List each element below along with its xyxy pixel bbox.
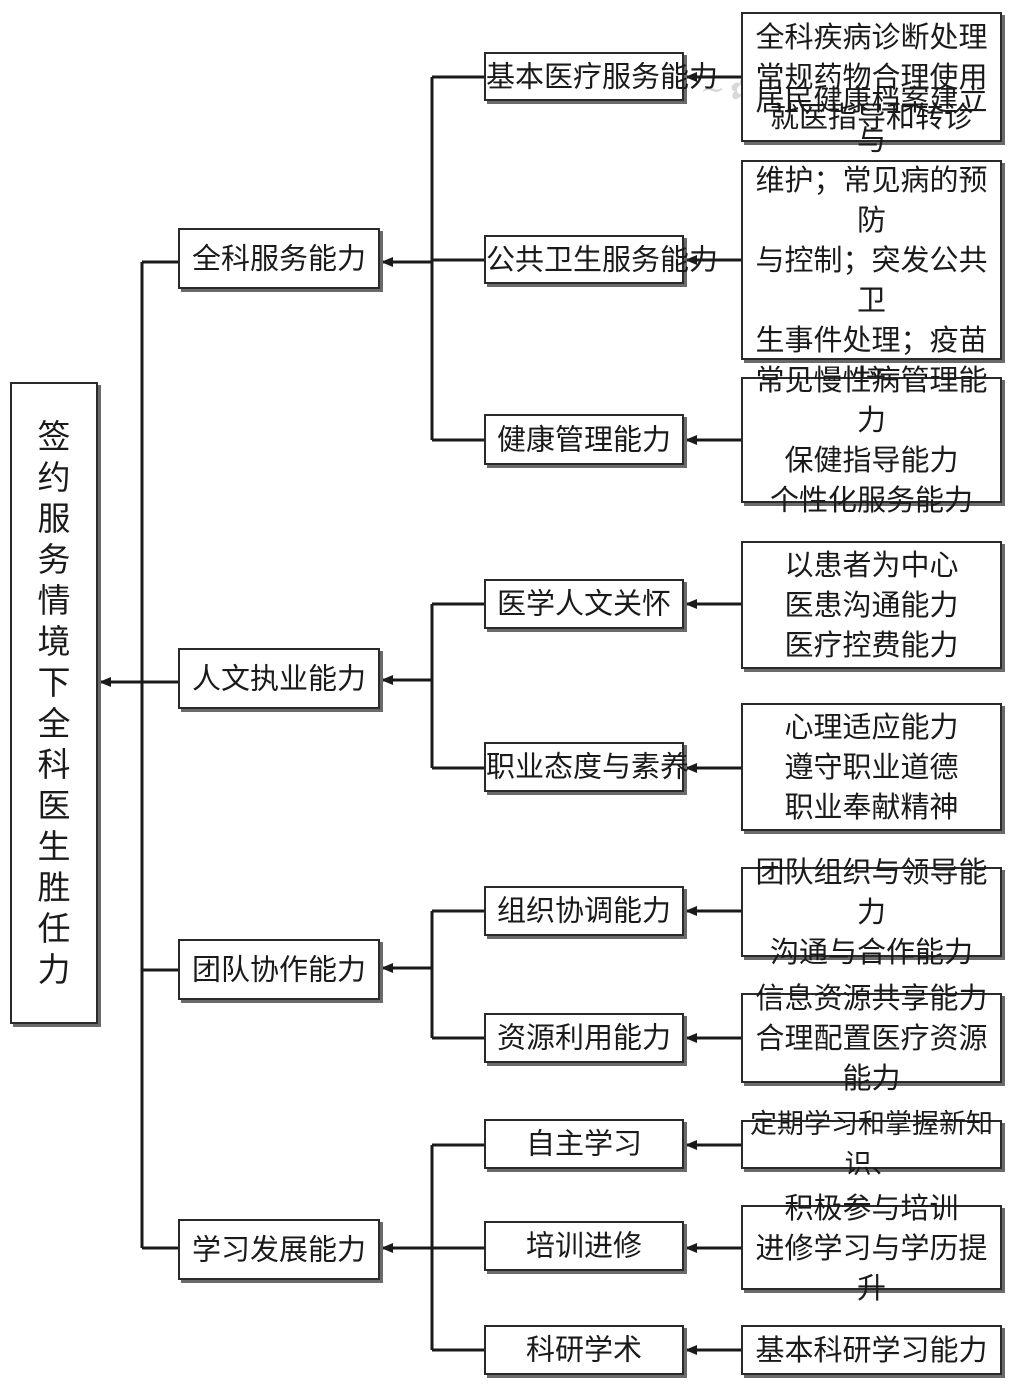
detail-text: 常见慢性病管理能力 保健指导能力 个性化服务能力 xyxy=(755,363,988,517)
item-box-research: 科研学术 xyxy=(484,1325,684,1375)
detail-box-organization-coordination: 团队组织与领导能力 沟通与合作能力 xyxy=(741,855,1002,969)
item-label: 资源利用能力 xyxy=(496,1020,671,1055)
item-box-resource-utilization: 资源利用能力 xyxy=(484,1013,684,1063)
item-box-professional-attitude: 职业态度与素养 xyxy=(484,742,690,792)
item-label: 培训进修 xyxy=(525,1228,642,1263)
detail-box-research: 基本科研学习能力 xyxy=(741,1325,1002,1375)
item-label: 自主学习 xyxy=(525,1126,642,1161)
detail-box-public-health: 居民健康档案建立与 维护；常见病的预防 与控制；突发公共卫 生事件处理；疫苗接 … xyxy=(741,83,1002,437)
category-box-general-service: 全科服务能力 xyxy=(178,228,380,289)
detail-text: 基本科研学习能力 xyxy=(755,1333,988,1367)
category-label: 全科服务能力 xyxy=(191,241,366,275)
detail-text: 定期学习和掌握新知识、 xyxy=(750,1108,993,1180)
detail-box-professional-attitude: 心理适应能力 遵守职业道德 职业奉献精神 xyxy=(741,703,1002,831)
detail-text: 心理适应能力 遵守职业道德 职业奉献精神 xyxy=(784,710,959,824)
item-box-organization-coordination: 组织协调能力 xyxy=(484,886,684,936)
item-label: 基本医疗服务能力 xyxy=(486,59,719,93)
detail-box-training: 积极参与培训 进修学习与学历提升 xyxy=(741,1191,1002,1305)
item-box-self-learning: 自主学习 xyxy=(484,1119,684,1169)
detail-box-resource-utilization: 信息资源共享能力 合理配置医疗资源能力 xyxy=(741,981,1002,1095)
item-box-health-management: 健康管理能力 xyxy=(484,414,684,465)
detail-text: 以患者为中心 医患沟通能力 医疗控费能力 xyxy=(784,548,959,662)
detail-box-medical-humanistic-care: 以患者为中心 医患沟通能力 医疗控费能力 xyxy=(741,541,1002,669)
category-box-learning-development: 学习发展能力 xyxy=(178,1219,380,1280)
category-box-teamwork: 团队协作能力 xyxy=(178,939,380,1000)
item-label: 职业态度与素养 xyxy=(486,749,690,784)
root-label: 签约服务情境下全科医生胜任力 xyxy=(37,417,71,989)
item-box-basic-medical: 基本医疗服务能力 xyxy=(484,52,719,101)
item-label: 科研学术 xyxy=(525,1332,642,1367)
category-label: 学习发展能力 xyxy=(191,1232,366,1266)
item-box-training: 培训进修 xyxy=(484,1221,684,1271)
detail-box-basic-medical: 全科疾病诊断处理 常规药物合理使用 就医指导和转诊 xyxy=(741,12,1002,142)
detail-text: 积极参与培训 进修学习与学历提升 xyxy=(755,1190,988,1305)
category-label: 人文执业能力 xyxy=(191,661,366,695)
detail-text: 信息资源共享能力 合理配置医疗资源能力 xyxy=(755,981,988,1095)
item-label: 健康管理能力 xyxy=(496,422,671,456)
item-label: 医学人文关怀 xyxy=(496,586,671,621)
item-box-medical-humanistic-care: 医学人文关怀 xyxy=(484,579,684,629)
root-box: 签约服务情境下全科医生胜任力 xyxy=(10,382,98,1024)
detail-text: 全科疾病诊断处理 常规药物合理使用 就医指导和转诊 xyxy=(755,20,988,134)
category-label: 团队协作能力 xyxy=(191,952,366,986)
item-label: 公共卫生服务能力 xyxy=(486,242,719,276)
category-box-humanistic-practice: 人文执业能力 xyxy=(178,648,380,709)
detail-box-self-learning: 定期学习和掌握新知识、 xyxy=(741,1109,1002,1180)
item-label: 组织协调能力 xyxy=(496,893,671,928)
detail-text: 团队组织与领导能力 沟通与合作能力 xyxy=(755,855,988,969)
item-box-public-health: 公共卫生服务能力 xyxy=(484,235,719,284)
detail-box-health-management: 常见慢性病管理能力 保健指导能力 个性化服务能力 xyxy=(741,363,1002,517)
